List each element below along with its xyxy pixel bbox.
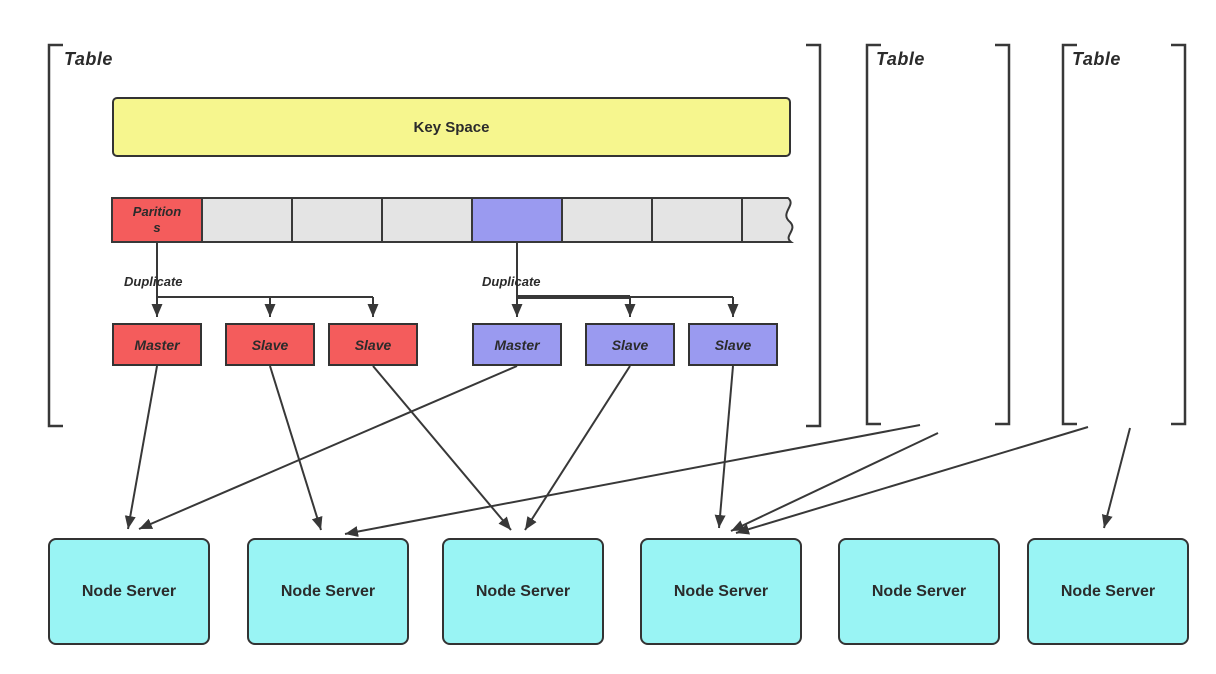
- edge-red-slave1-node2: [269, 365, 323, 531]
- node-server-2: Node Server: [247, 538, 409, 645]
- node-server-2-label: Node Server: [280, 582, 376, 600]
- partition-torn-segment: [741, 197, 794, 243]
- duplicate-label-purple: Duplicate: [482, 274, 541, 289]
- edge-table3-node4: [735, 426, 1089, 535]
- table-2-bracket: [865, 43, 1011, 426]
- table-1-bracket: [47, 43, 822, 428]
- edge-table3-node6: [1101, 427, 1131, 529]
- edge-red-master-node1: [124, 365, 158, 530]
- key-space-label: Key Space: [413, 118, 490, 136]
- red-master-label: Master: [134, 336, 180, 353]
- node-server-6-label: Node Server: [1060, 582, 1156, 600]
- red-master-box: Master: [112, 323, 202, 366]
- red-slave-1-label: Slave: [251, 336, 289, 353]
- duplicate-label-red: Duplicate: [124, 274, 183, 289]
- partition-purple: [471, 197, 563, 243]
- table-3-label: Table: [1072, 49, 1121, 69]
- red-slave-1-box: Slave: [225, 323, 315, 366]
- node-server-3-label: Node Server: [475, 582, 571, 600]
- red-slave-2-label: Slave: [354, 336, 392, 353]
- edge-red-slave2-node3: [372, 365, 512, 531]
- edge-table2-node2: [344, 424, 921, 537]
- edge-purple-master-node1: [138, 365, 518, 530]
- red-slave-2-box: Slave: [328, 323, 418, 366]
- partition-row: [111, 197, 794, 243]
- duplicate-branch-red: [151, 242, 379, 317]
- node-server-1: Node Server: [48, 538, 210, 645]
- purple-master-label: Master: [494, 336, 540, 353]
- table-1-label: Table: [64, 49, 113, 69]
- purple-master-box: Master: [472, 323, 562, 366]
- purple-slave-1-label: Slave: [611, 336, 649, 353]
- node-server-6: Node Server: [1027, 538, 1189, 645]
- node-server-3: Node Server: [442, 538, 604, 645]
- node-server-4-label: Node Server: [673, 582, 769, 600]
- node-server-1-label: Node Server: [81, 582, 177, 600]
- table-3-bracket: [1061, 43, 1187, 426]
- edge-purple-slave1-node3: [524, 365, 631, 531]
- node-server-5: Node Server: [838, 538, 1000, 645]
- partitions-label: Parition s: [132, 204, 182, 235]
- purple-slave-2-box: Slave: [688, 323, 778, 366]
- table-2-label: Table: [876, 49, 925, 69]
- edge-purple-slave2-node4: [714, 365, 734, 529]
- purple-slave-2-label: Slave: [714, 336, 752, 353]
- edge-table2-node4: [730, 432, 939, 532]
- purple-slave-1-box: Slave: [585, 323, 675, 366]
- node-server-4: Node Server: [640, 538, 802, 645]
- duplicate-branch-purple: [511, 242, 739, 317]
- key-space-box: Key Space: [112, 97, 791, 157]
- node-server-5-label: Node Server: [871, 582, 967, 600]
- replica-to-node-arrows: [124, 365, 1131, 537]
